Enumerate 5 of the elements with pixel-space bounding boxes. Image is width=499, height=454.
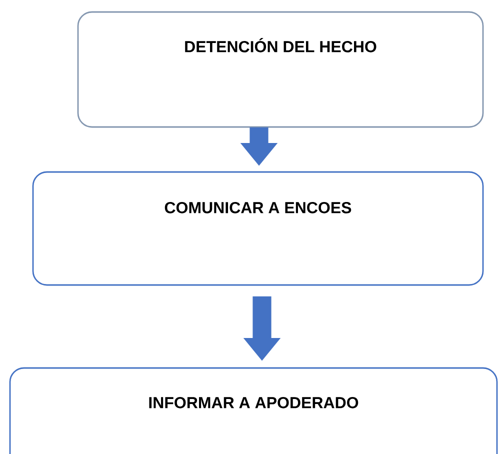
process-box: COMUNICAR A ENCOES bbox=[32, 171, 484, 286]
process-box: INFORMAR A APODERADO bbox=[9, 367, 498, 454]
block-arrow bbox=[243, 296, 281, 361]
process-box: DETENCIÓN DEL HECHO bbox=[77, 11, 484, 128]
block-arrow bbox=[240, 127, 278, 166]
